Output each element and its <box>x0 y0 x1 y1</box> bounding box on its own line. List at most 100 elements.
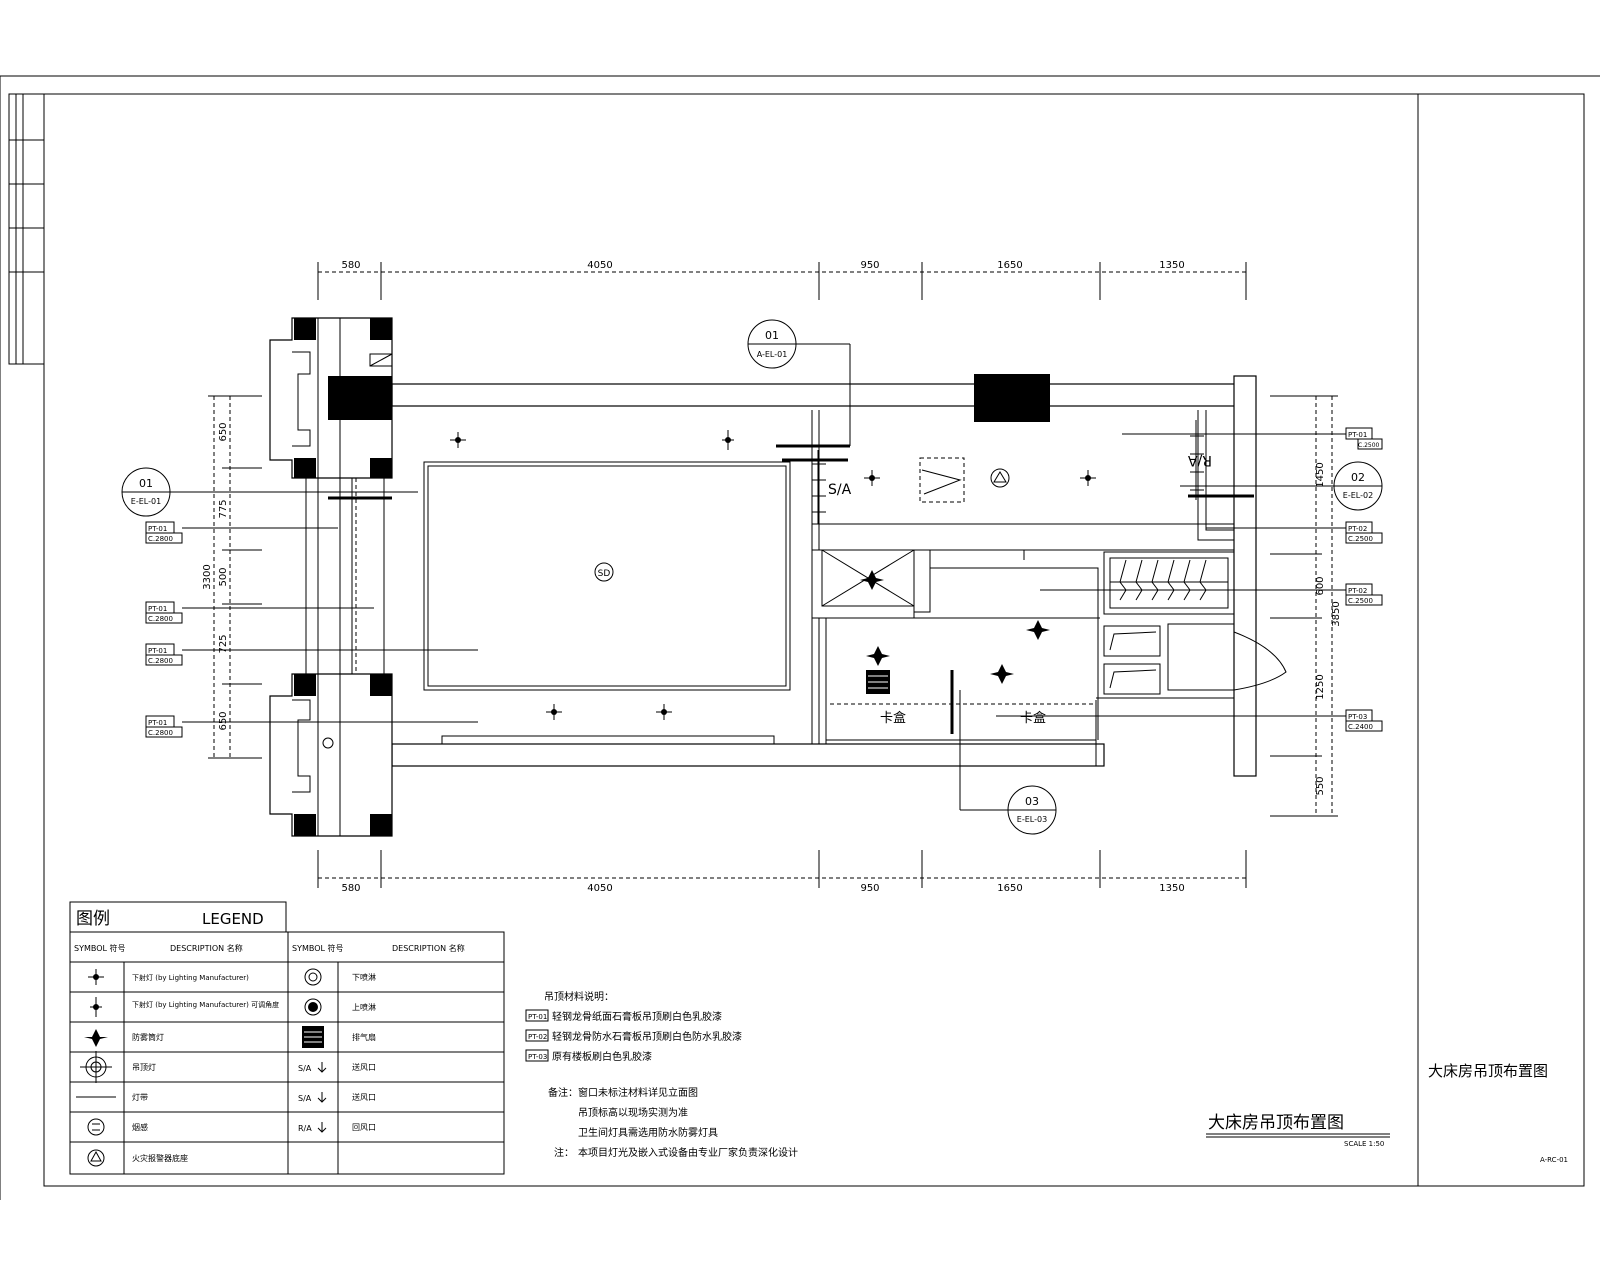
smoke-detector-label: SD <box>598 569 611 579</box>
callout-03-bottom: 03 E-EL-03 <box>959 690 1057 835</box>
exhaust-fan-icon <box>866 670 890 694</box>
remark-3: 卫生间灯具需选用防水防雾灯具 <box>578 1126 718 1139</box>
legend-sprinkler-up-icon <box>304 998 322 1016</box>
downlight-adjustable-icon <box>722 430 734 450</box>
bed-ceiling-panel-outer <box>423 461 791 691</box>
moisture-proof-light-icon <box>860 570 884 590</box>
dim-bottom-2: 4050 <box>587 883 612 894</box>
material-tags-right: PT-01 C.2500 PT-02 C.2500 PT-02 C.2500 P… <box>996 427 1383 732</box>
dim-top-5: 1350 <box>1159 260 1184 271</box>
material-text-3: 原有楼板刷白色乳胶漆 <box>552 1050 652 1063</box>
downlight-icon <box>1080 470 1096 486</box>
tag-left-2: PT-01 C.2800 <box>145 601 183 624</box>
fixtures: SD S/A R/A 卡盒 卡盒 <box>450 420 1254 726</box>
material-code-2: PT-02 <box>528 1033 547 1041</box>
legend-left-row-3: 防雾筒灯 <box>132 1032 164 1042</box>
dim-bottom-4: 1650 <box>997 883 1022 894</box>
dim-top-3: 950 <box>860 260 879 271</box>
legend-title-cn: 图例 <box>76 909 110 929</box>
dim-right-2: 600 <box>1315 576 1326 595</box>
moisture-proof-light-icon <box>1026 620 1050 640</box>
dimension-left: 650 775 500 725 650 3300 <box>202 395 262 759</box>
legend-smoke-detector-icon <box>87 1118 105 1136</box>
dim-top-2: 4050 <box>587 260 612 271</box>
legend-title-en: LEGEND <box>202 910 264 928</box>
dim-right-3: 1250 <box>1315 674 1326 699</box>
legend-left-row-7: 火灾报警器底座 <box>132 1153 188 1163</box>
dim-bottom-5: 1350 <box>1159 883 1184 894</box>
bottom-wall <box>391 743 1105 767</box>
tag-left-4-height: C.2800 <box>148 729 173 737</box>
legend-sprinkler-down-icon <box>304 968 322 986</box>
callout-01-left: 01 E-EL-01 <box>121 467 418 517</box>
supply-air-icon: S/A <box>782 450 852 524</box>
window-pier-top <box>269 317 393 479</box>
window-glazing <box>305 478 392 674</box>
downlight-icon <box>656 704 672 720</box>
top-wall <box>391 383 1243 407</box>
sheet-number: A-RC-01 <box>1540 1156 1568 1164</box>
tag-right-4-height: C.2400 <box>1348 723 1373 731</box>
legend-col-symbol-left: SYMBOL 符号 <box>74 943 126 953</box>
dim-right-1: 1450 <box>1315 462 1326 487</box>
legend-right-row-2: 上喷淋 <box>352 1002 376 1012</box>
dim-right-total: 3850 <box>1331 601 1342 626</box>
tag-right-2: PT-02 C.2500 <box>1345 521 1383 544</box>
callout-03-bottom-num: 03 <box>1025 795 1039 808</box>
note-text: 本项目灯光及嵌入式设备由专业厂家负责深化设计 <box>578 1146 798 1159</box>
downlight-icon <box>450 432 466 448</box>
callout-02-right: 02 E-EL-02 <box>1180 461 1383 511</box>
dim-top-4: 1650 <box>997 260 1022 271</box>
dim-left-total: 3300 <box>202 564 213 589</box>
legend-col-symbol-right: SYMBOL 符号 <box>292 943 344 953</box>
dim-left-3: 500 <box>218 567 229 586</box>
floor-plan <box>269 317 1287 837</box>
material-text-1: 轻钢龙骨纸面石膏板吊顶刷白色乳胶漆 <box>552 1010 722 1023</box>
remarks-label: 备注： <box>548 1086 578 1099</box>
tag-right-1: PT-01 C.2500 <box>1345 427 1383 450</box>
return-air-icon: R/A <box>1188 420 1254 500</box>
tag-right-2-code: PT-02 <box>1348 525 1367 533</box>
tag-right-3: PT-02 C.2500 <box>1345 583 1383 606</box>
legend-left-row-5: 灯带 <box>132 1092 148 1102</box>
sheet-title: 大床房吊顶布置图 <box>1428 1062 1548 1080</box>
supply-air-label: S/A <box>828 482 852 498</box>
drawing-title-block: 大床房吊顶布置图 SCALE 1:50 <box>1206 1113 1390 1148</box>
material-code-1: PT-01 <box>528 1013 547 1021</box>
remark-2: 吊顶标高以现场实测为准 <box>578 1106 688 1119</box>
tag-right-2-height: C.2500 <box>1348 535 1373 543</box>
legend-fire-alarm-icon <box>87 1149 105 1167</box>
legend-col-desc-right: DESCRIPTION 名称 <box>392 943 465 953</box>
callout-01-top-num: 01 <box>765 329 779 342</box>
legend-left-row-2: 下射灯 (by Lighting Manufacturer) 可调角度 <box>132 1000 279 1009</box>
tag-left-3-code: PT-01 <box>148 647 167 655</box>
wardrobe <box>1103 551 1235 615</box>
dim-left-2: 775 <box>218 499 229 518</box>
legend-right-sym-5: S/A <box>298 1094 312 1103</box>
materials-title: 吊顶材料说明： <box>544 990 614 1003</box>
tag-left-1-code: PT-01 <box>148 525 167 533</box>
beam <box>974 374 1050 422</box>
material-code-3: PT-03 <box>528 1053 547 1061</box>
legend-col-desc-left: DESCRIPTION 名称 <box>170 943 243 953</box>
callout-01-left-num: 01 <box>139 477 153 490</box>
moisture-proof-light-icon <box>866 646 890 666</box>
dim-top-1: 580 <box>341 260 360 271</box>
legend-exhaust-fan-icon <box>302 1026 324 1048</box>
tag-right-4-code: PT-03 <box>1348 713 1367 721</box>
downlight-icon <box>864 470 880 486</box>
callout-01-left-ref: E-EL-01 <box>131 497 161 506</box>
tag-right-1-code: PT-01 <box>1348 431 1367 439</box>
dimension-right: 1450 600 1250 550 3850 <box>1270 395 1342 817</box>
dim-left-4: 725 <box>218 634 229 653</box>
dim-right-4: 550 <box>1315 776 1326 795</box>
dim-left-1: 650 <box>218 422 229 441</box>
legend-left-row-6: 烟感 <box>132 1122 148 1132</box>
legend-pendant-light-icon <box>80 1051 112 1083</box>
callout-03-bottom-ref: E-EL-03 <box>1017 815 1047 824</box>
tag-left-1: PT-01 C.2800 <box>145 521 183 544</box>
drawing-title: 大床房吊顶布置图 <box>1208 1113 1344 1133</box>
dim-bottom-3: 950 <box>860 883 879 894</box>
tag-right-4: PT-03 C.2400 <box>1345 709 1383 732</box>
